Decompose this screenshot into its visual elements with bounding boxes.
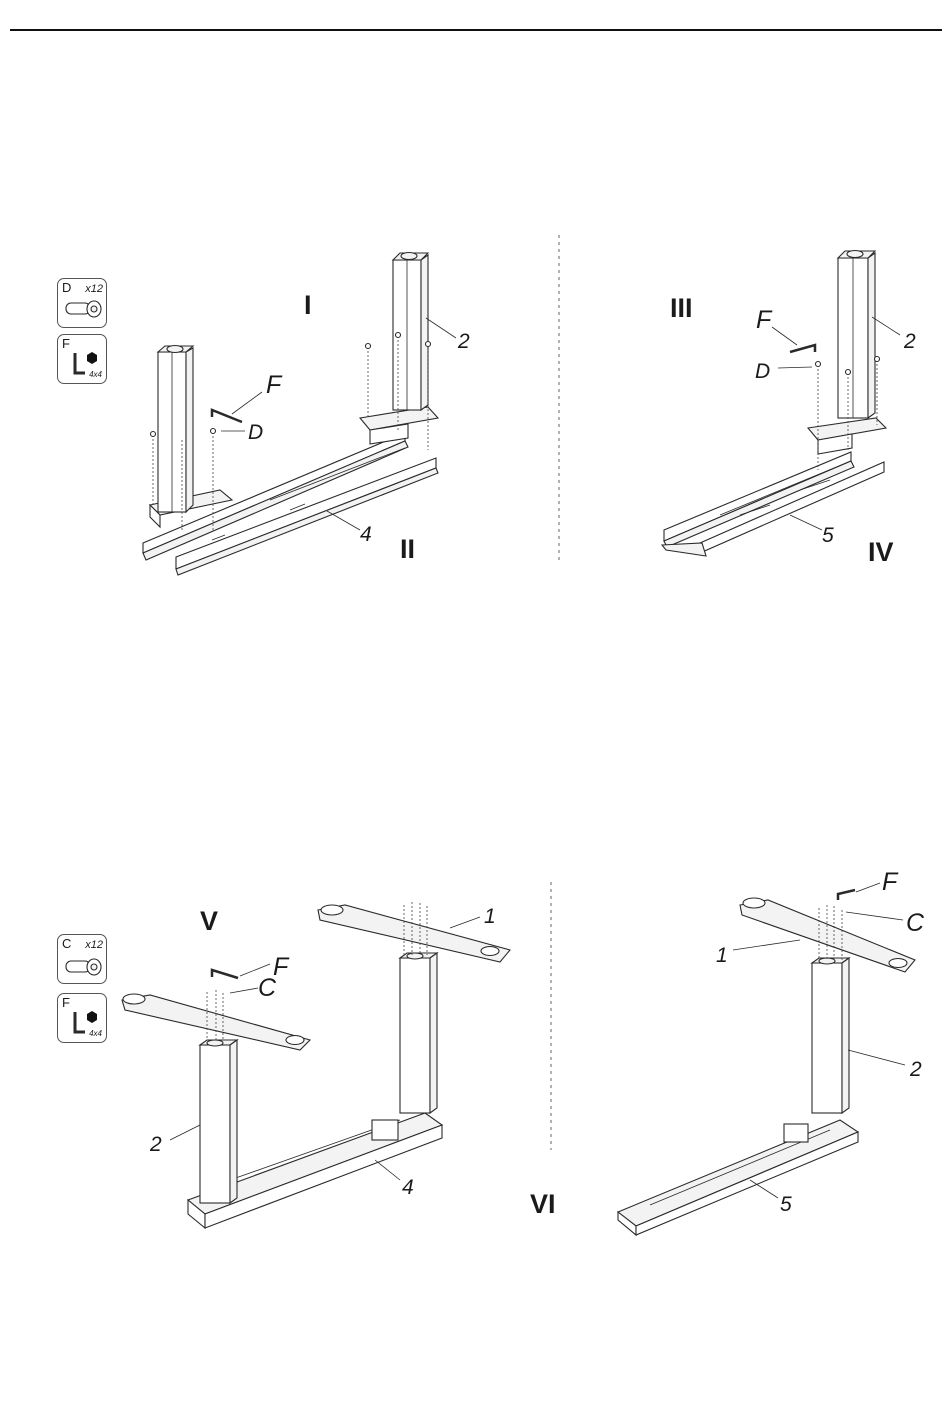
callout-D: D [755,360,770,383]
diagram-step-5: V F C 1 2 4 [122,902,510,1228]
diagram-steps-1-2: I II F D 2 4 [143,253,470,576]
step-label-V: V [200,906,218,936]
callout-leg-2: 2 [909,1058,922,1081]
callout-foot-1: 1 [716,944,728,967]
callout-D: D [248,421,263,444]
callout-rail-4: 4 [402,1176,414,1199]
callout-F: F [756,306,773,334]
callout-foot-1: 1 [484,905,496,928]
callout-leg-2: 2 [149,1133,162,1156]
callout-leg-2: 2 [903,330,916,353]
callout-rail-5: 5 [780,1193,792,1216]
callout-F: F [882,868,899,896]
step-label-VI: VI [530,1189,556,1219]
callout-rail-4: 4 [360,523,372,546]
callout-F: F [266,371,283,399]
callout-leg-2: 2 [457,330,470,353]
callout-rail-5: 5 [822,524,834,547]
diagram-steps-3-4: III IV F D 2 5 [662,251,916,568]
callout-C: C [906,909,925,937]
diagram-step-6: VI F C 1 2 5 [530,868,925,1235]
step-label-I: I [304,290,312,320]
step-label-II: II [400,534,415,564]
step-label-III: III [670,293,693,323]
callout-C: C [258,974,277,1002]
step-label-IV: IV [868,537,894,567]
